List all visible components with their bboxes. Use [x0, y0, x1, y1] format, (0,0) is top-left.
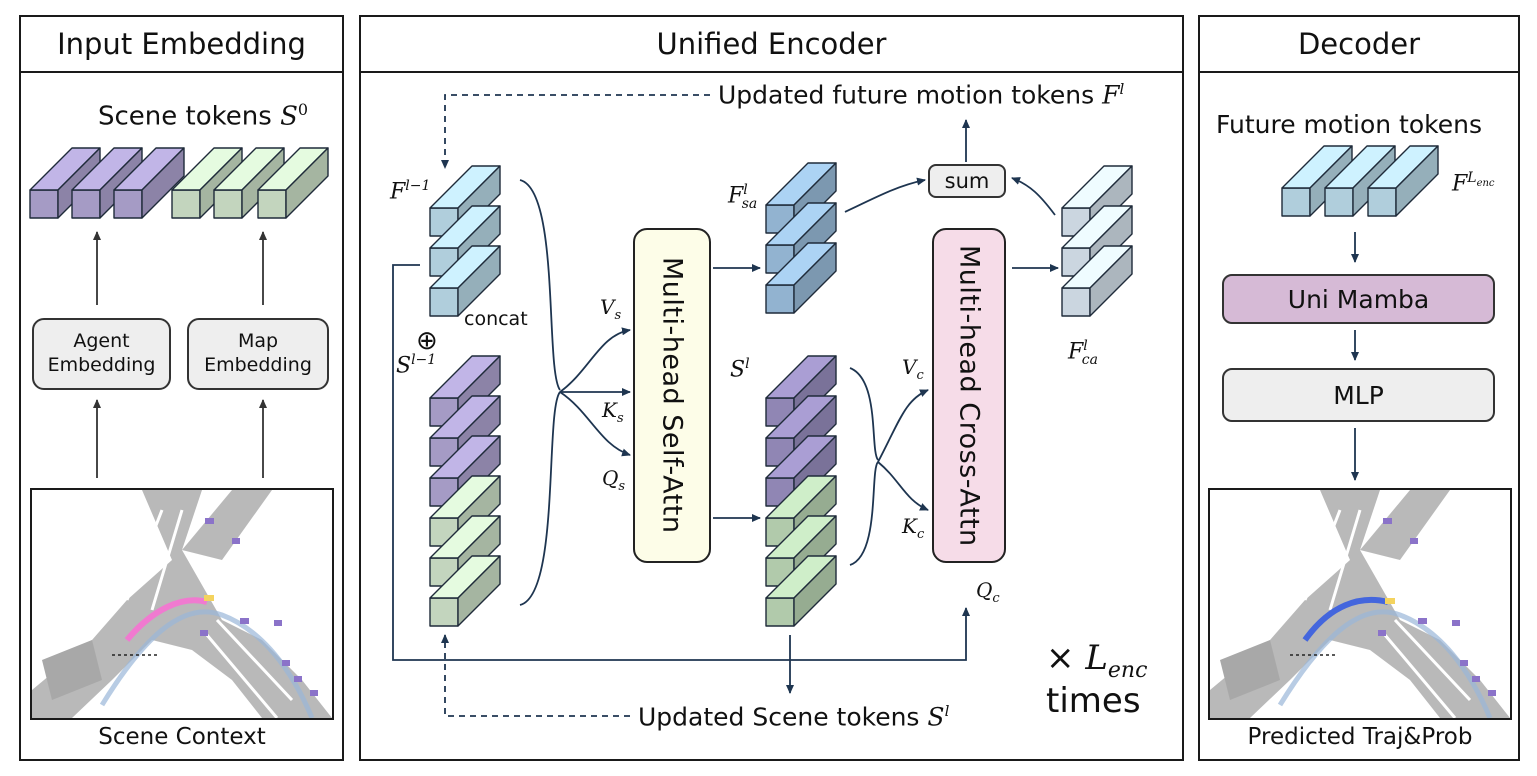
arrow-vs	[559, 327, 631, 393]
map-token-updated	[765, 555, 837, 627]
sl-symbol: Sl	[730, 356, 750, 383]
map-embedding-box: Map Embedding	[187, 318, 329, 390]
fsa-symbol: Flsa	[728, 182, 758, 212]
fca-symbol: Flca	[1068, 338, 1098, 368]
map-token	[257, 147, 329, 219]
scene-context-label: Scene Context	[98, 724, 266, 750]
input-diagram	[29, 147, 329, 478]
arrow-vc	[877, 389, 929, 463]
agent-embedding-box: Agent Embedding	[32, 318, 171, 390]
future-token-sa	[765, 242, 837, 314]
scene-context-image	[30, 488, 334, 720]
scene-tokens-label: Scene tokens S0	[98, 100, 309, 132]
s-prev-symbol: Sl−1	[396, 352, 437, 379]
predicted-label: Predicted Traj&Prob	[1247, 724, 1473, 750]
future-token	[1281, 145, 1353, 217]
brace-top	[519, 179, 561, 391]
future-token	[1367, 145, 1439, 217]
concat-label: concat	[464, 308, 528, 330]
arrow-kc	[877, 461, 929, 511]
decoder-token-row	[1281, 145, 1439, 217]
future-token-ca	[1061, 245, 1133, 317]
dashed-scene-feedback	[441, 634, 630, 717]
uni-mamba-box: Uni Mamba	[1222, 274, 1495, 324]
arrow-qs	[559, 391, 631, 457]
updated-future-label: Updated future motion tokens Fl	[718, 80, 1125, 110]
arrow-fsa-sum	[844, 177, 926, 213]
repeat-label: × Lenc times	[1046, 638, 1148, 721]
scene-token-row	[29, 147, 329, 219]
times-label: times	[1046, 680, 1141, 721]
ks-label: Ks	[602, 398, 624, 426]
map-token	[213, 147, 285, 219]
f-prev-symbol: Fl−1	[390, 178, 431, 205]
updated-scene-label: Updated Scene tokens Sl	[638, 702, 950, 732]
arrow-qc-loop	[392, 264, 970, 661]
future-motion-label: Future motion tokens	[1216, 110, 1482, 139]
future-token	[1324, 145, 1396, 217]
qs-label: Qs	[602, 466, 626, 494]
repeat-count: × Lenc	[1046, 638, 1148, 683]
panel-title: Input Embedding	[21, 17, 342, 73]
brace2-top	[849, 367, 879, 461]
future-token-prev	[429, 245, 501, 317]
oplus-symbol: ⊕	[416, 326, 438, 356]
cross-attn-box: Multi-head Cross-Attn	[932, 228, 1006, 563]
f-lenc-symbol: FLenc	[1452, 170, 1495, 197]
self-attn-box: Multi-head Self-Attn	[633, 228, 711, 563]
map-token-prev	[429, 555, 501, 627]
brace-bottom	[519, 391, 561, 606]
arrow-fca-sum	[1011, 177, 1056, 216]
vc-label: Vc	[902, 355, 924, 383]
mlp-box: MLP	[1222, 368, 1495, 422]
decoder-diagram	[1281, 145, 1439, 481]
sum-box: sum	[928, 164, 1006, 198]
predicted-map-illustration	[1210, 490, 1510, 718]
vs-label: Vs	[600, 295, 622, 323]
predicted-traj-image	[1208, 488, 1512, 720]
encoder-token-blocks	[429, 162, 1133, 627]
agent-token	[113, 147, 185, 219]
dashed-future-feedback	[441, 94, 710, 169]
kc-label: Kc	[902, 514, 925, 542]
qc-label: Qc	[976, 578, 1000, 606]
panel-title: Unified Encoder	[361, 17, 1182, 73]
panel-title: Decoder	[1200, 17, 1518, 73]
brace2-bottom	[849, 461, 879, 566]
scene-map-illustration	[32, 490, 332, 718]
